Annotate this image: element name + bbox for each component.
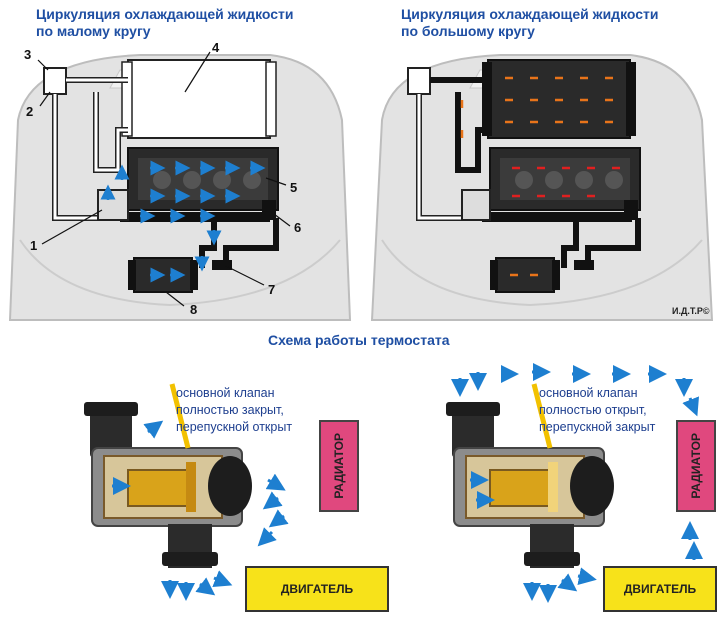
thermostat-scheme-title: Схема работы термостата (268, 332, 450, 348)
small-circle-title: Циркуляция охлаждающей жидкости по малом… (36, 6, 294, 39)
engine-box-left: ДВИГАТЕЛЬ (245, 566, 389, 612)
radiator-box-left: РАДИАТОР (319, 420, 359, 512)
expansion-tank (43, 67, 67, 95)
part-number-6: 6 (294, 220, 302, 235)
callout-pointer-closed (169, 383, 191, 449)
thermostat-closed-drawing (84, 383, 252, 568)
cooling-circuit-large (407, 59, 641, 293)
cooling-circuit-small (43, 59, 279, 293)
radiator-label-left: РАДИАТОР (332, 433, 346, 499)
thermostat-part-1 (97, 189, 129, 221)
pump-part-6 (262, 200, 276, 220)
callout-closed-valve: основной клапан полностью закрыт, перепу… (176, 386, 293, 434)
watermark: И.Д.Т.Р© (672, 306, 710, 316)
tap-part-7 (212, 260, 232, 270)
radiator-part-4 (127, 59, 271, 139)
engine-box-right: ДВИГАТЕЛЬ (603, 566, 717, 612)
part-number-7: 7 (268, 282, 276, 297)
callout-pointer-open (531, 383, 553, 449)
part-number-5: 5 (290, 180, 298, 195)
radiator-box-right: РАДИАТОР (676, 420, 716, 512)
part-number-8: 8 (190, 302, 198, 317)
part-number-1: 1 (30, 238, 38, 253)
engine-label-right: ДВИГАТЕЛЬ (623, 582, 697, 596)
large-circle-title: Циркуляция охлаждающей жидкости по больш… (401, 6, 659, 39)
part-number-3: 3 (24, 47, 32, 62)
heater-part-8 (133, 257, 193, 293)
part-number-4: 4 (212, 40, 220, 55)
part-leader-lines (37, 51, 291, 307)
engine-label-left: ДВИГАТЕЛЬ (280, 582, 354, 596)
radiator-label-right: РАДИАТОР (689, 433, 703, 499)
part-number-2: 2 (26, 104, 34, 119)
thermostat-flow-arrows (112, 363, 703, 603)
callout-open-valve: основной клапан полностью открыт, перепу… (539, 386, 656, 434)
